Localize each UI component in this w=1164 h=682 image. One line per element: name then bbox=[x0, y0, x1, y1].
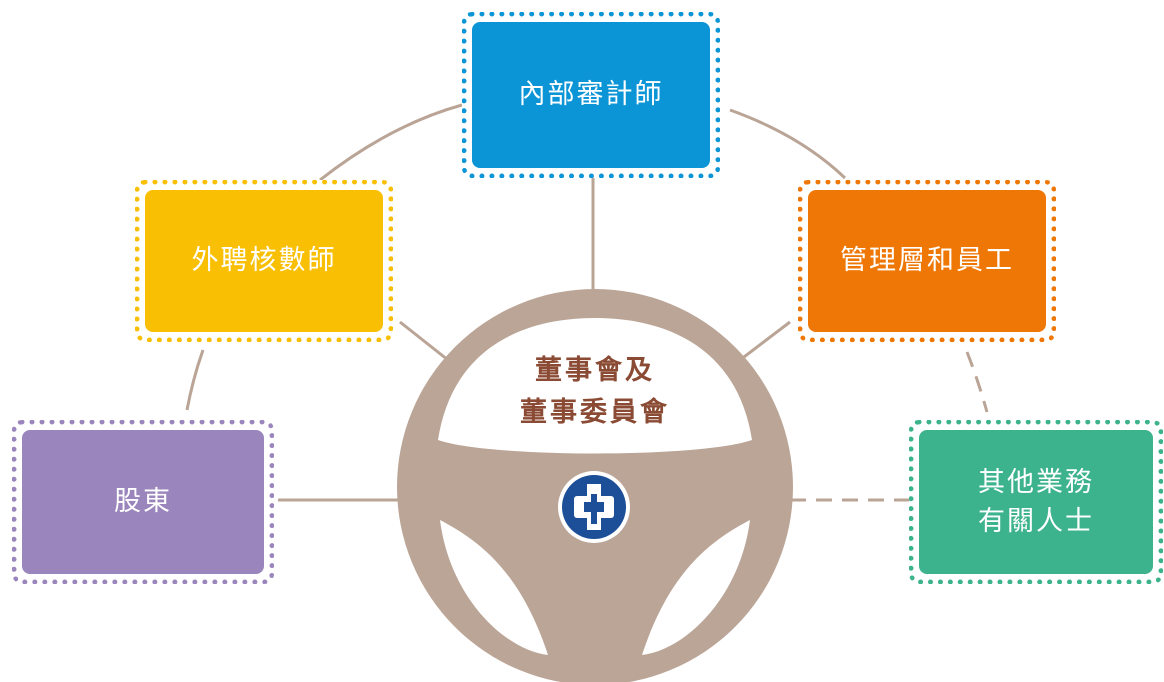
ring-arc-upper-right bbox=[729, 108, 847, 180]
ring-connectors bbox=[185, 103, 989, 413]
ring-arc-left bbox=[185, 349, 205, 411]
ctbc-logo-icon bbox=[558, 471, 630, 543]
spoke-upper-left bbox=[399, 320, 449, 362]
board-and-committees-label: 董事會及 董事委員會 bbox=[520, 355, 670, 428]
node-external-auditor: 外聘核數師 bbox=[135, 180, 393, 342]
ring-arc-right-dashed bbox=[965, 351, 989, 413]
node-external-auditor-label: 外聘核數師 bbox=[145, 190, 383, 332]
node-management: 管理層和員工 bbox=[798, 180, 1056, 342]
node-shareholders: 股東 bbox=[12, 420, 274, 584]
node-management-label: 管理層和員工 bbox=[808, 190, 1046, 332]
node-shareholders-label: 股東 bbox=[22, 430, 264, 574]
spoke-upper-right bbox=[739, 320, 791, 362]
ring-arc-upper-left bbox=[319, 103, 463, 182]
node-internal-auditor: 內部審計師 bbox=[462, 12, 720, 178]
spoke-connectors bbox=[278, 176, 910, 502]
node-stakeholders: 其他業務 有關人士 bbox=[909, 420, 1163, 584]
node-stakeholders-label: 其他業務 有關人士 bbox=[919, 430, 1153, 574]
node-internal-auditor-label: 內部審計師 bbox=[472, 22, 710, 168]
